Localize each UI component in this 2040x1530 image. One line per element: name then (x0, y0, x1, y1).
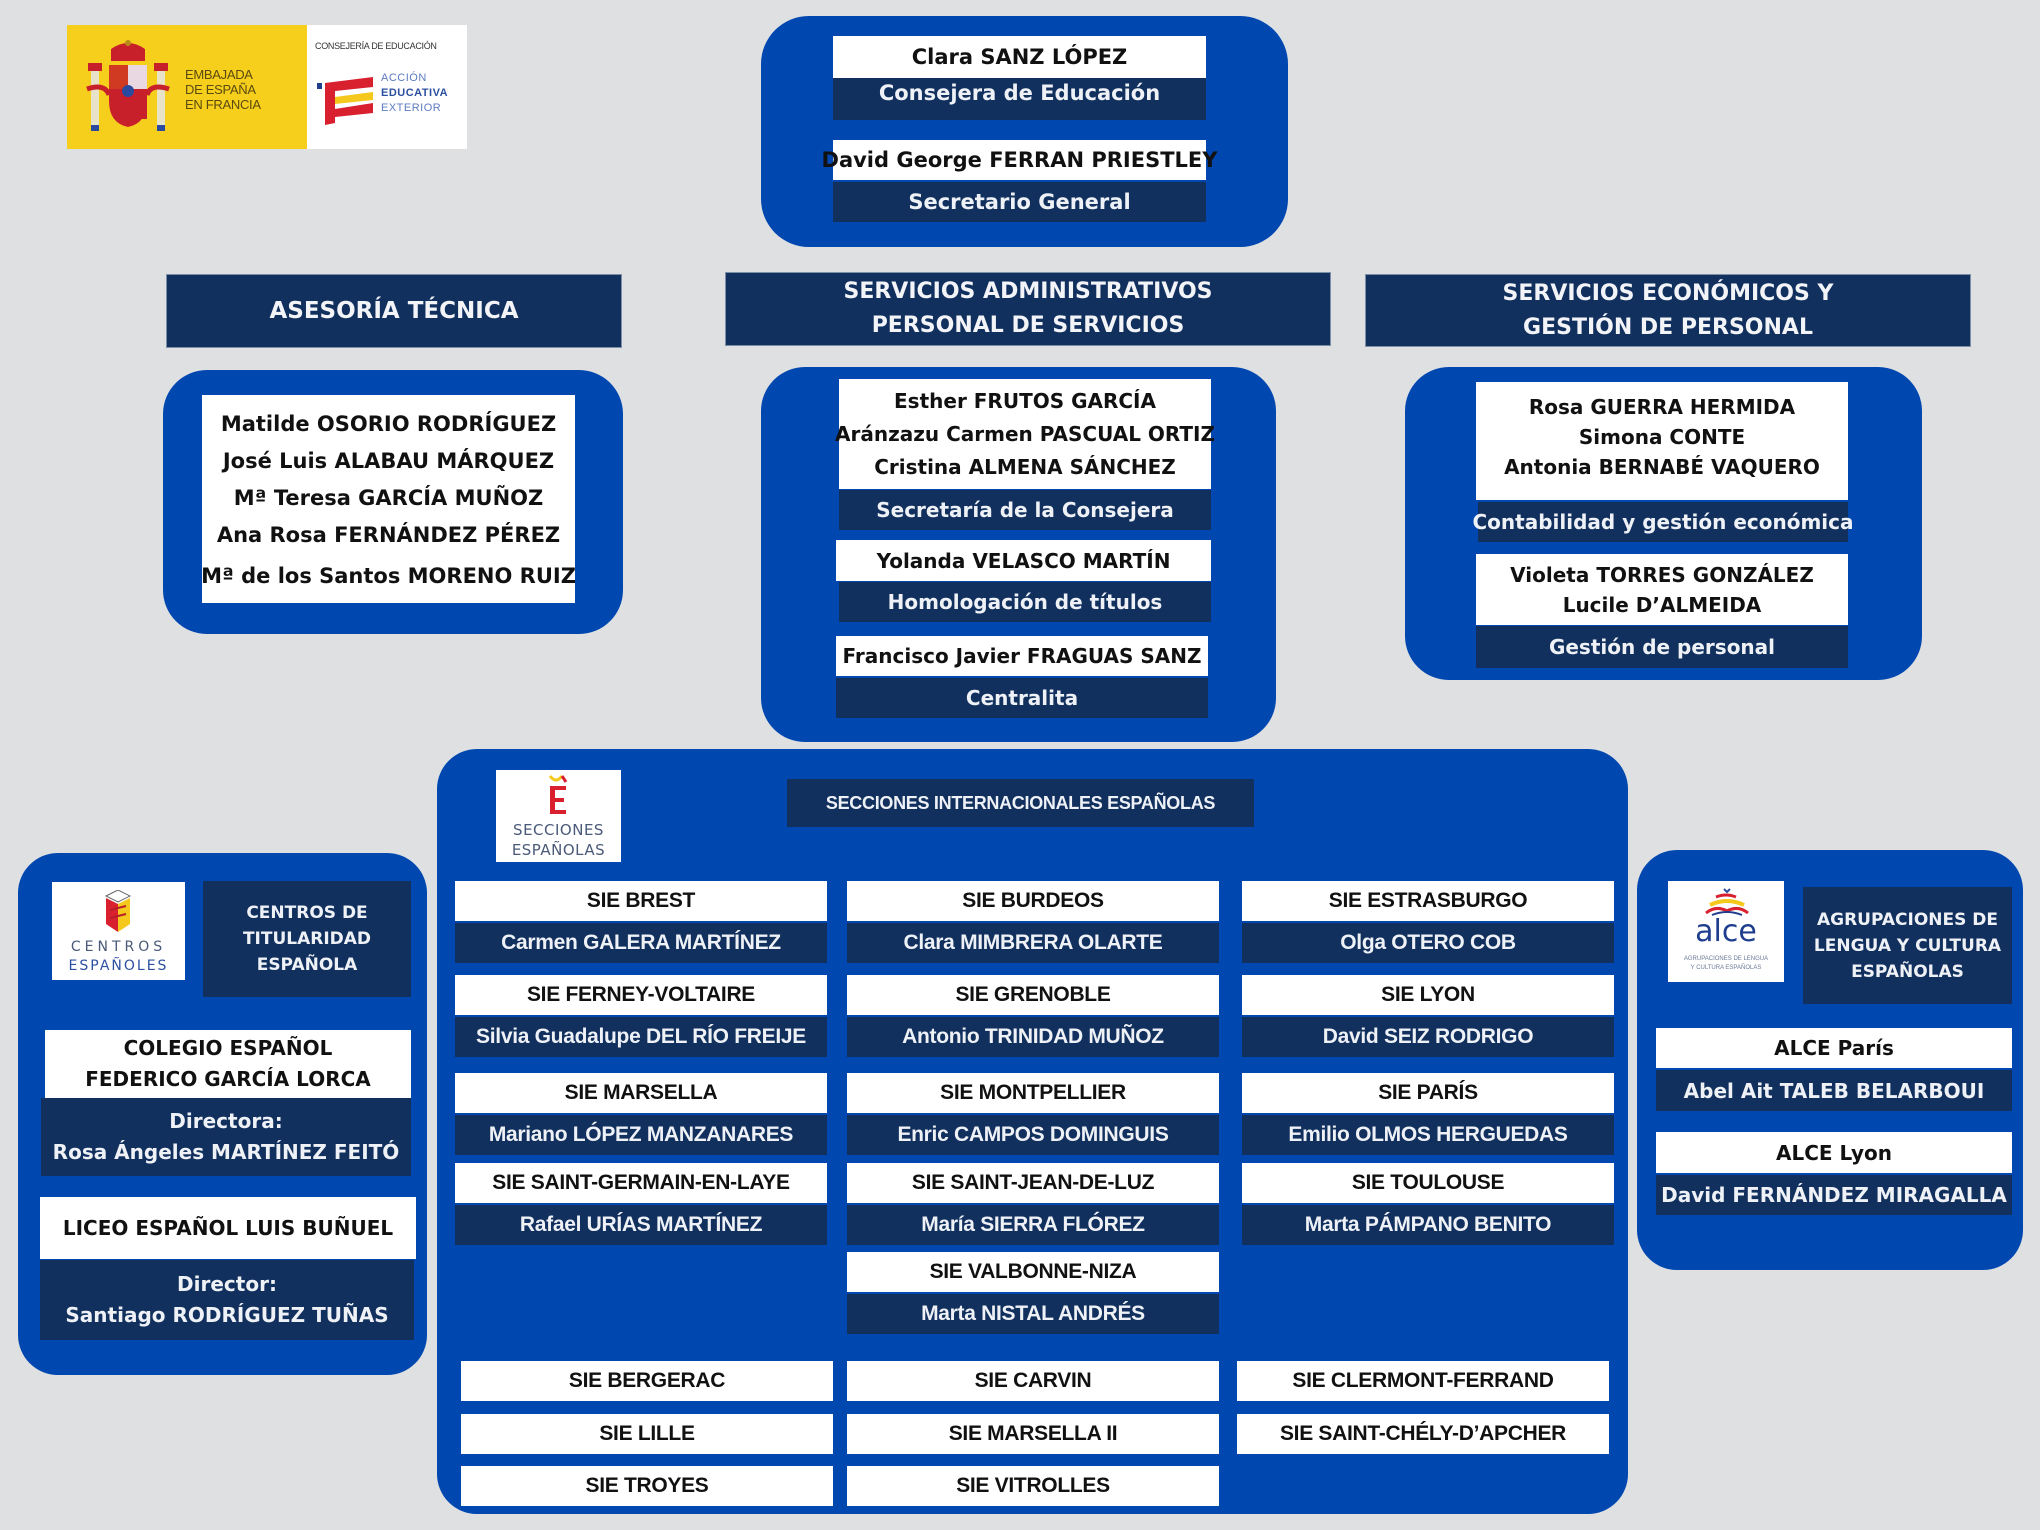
consejera-role: Consejera de Educación (833, 78, 1206, 120)
sie-section-name: SIE SAINT-JEAN-DE-LUZ (847, 1163, 1219, 1203)
sie-section-name: SIE GRENOBLE (847, 975, 1219, 1015)
alce-paris-name: ALCE París (1656, 1028, 2012, 1068)
consejera-name: Clara SANZ LÓPEZ (833, 36, 1206, 78)
economicos-header: SERVICIOS ECONÓMICOS Y GESTIÓN DE PERSON… (1366, 275, 1970, 346)
asesoria-member: José Luis ALABAU MÁRQUEZ (222, 449, 555, 473)
alce-logo: alce AGRUPACIONES DE LENGUA Y CULTURA ES… (1668, 881, 1784, 982)
embassy-logo-banner: EMBAJADA DE ESPAÑA EN FRANCIA CONSEJERÍA… (67, 25, 467, 149)
liceo-bunuel-name: LICEO ESPAÑOL LUIS BUÑUEL (40, 1197, 416, 1259)
secciones-e-icon (548, 775, 568, 814)
sie-other-section: SIE BERGERAC (461, 1361, 833, 1401)
sie-section-name: SIE BURDEOS (847, 881, 1219, 921)
secretaria-role: Secretaría de la Consejera (839, 490, 1211, 530)
sie-section-name: SIE ESTRASBURGO (1242, 881, 1614, 921)
sie-section-name: SIE TOULOUSE (1242, 1163, 1614, 1203)
sie-other-section: SIE MARSELLA II (847, 1414, 1219, 1454)
sie-section-name: SIE PARÍS (1242, 1073, 1614, 1113)
accion-educativa-logo: CONSEJERÍA DE EDUCACIÓN ACCIÓN EDUCATIVA… (307, 25, 467, 149)
sie-section-head: Olga OTERO COB (1242, 923, 1614, 963)
sie-section-name: SIE LYON (1242, 975, 1614, 1015)
homologacion-name: Yolanda VELASCO MARTÍN (836, 540, 1211, 581)
sie-header: SECCIONES INTERNACIONALES ESPAÑOLAS (787, 779, 1254, 827)
secciones-espanolas-logo: SECCIONES ESPAÑOLAS (496, 770, 621, 862)
secciones-logo-text: SECCIONES ESPAÑOLAS (511, 821, 606, 859)
sie-other-section: SIE TROYES (461, 1466, 833, 1506)
accion-educativa-text: ACCIÓN EDUCATIVA EXTERIOR (381, 72, 449, 114)
sie-other-section: SIE SAINT-CHÉLY-D’APCHER (1237, 1414, 1609, 1454)
alce-paris-head: Abel Ait TALEB BELARBOUI (1656, 1070, 2012, 1111)
sie-section-head: Antonio TRINIDAD MUÑOZ (847, 1017, 1219, 1057)
sie-section-head: Marta NISTAL ANDRÉS (847, 1294, 1219, 1334)
secretaria-names: Esther FRUTOS GARCÍA Aránzazu Carmen PAS… (835, 379, 1215, 489)
admin-header: SERVICIOS ADMINISTRATIVOS PERSONAL DE SE… (726, 273, 1330, 345)
embajada-logo: EMBAJADA DE ESPAÑA EN FRANCIA (67, 25, 307, 149)
secretario-name: David George FERRAN PRIESTLEY (822, 140, 1217, 180)
sie-other-section: SIE CARVIN (847, 1361, 1219, 1401)
sie-section-name: SIE VALBONNE-NIZA (847, 1252, 1219, 1292)
sie-section-head: Clara MIMBRERA OLARTE (847, 923, 1219, 963)
centralita-role: Centralita (836, 678, 1208, 718)
sie-section-name: SIE SAINT-GERMAIN-EN-LAYE (455, 1163, 827, 1203)
gestion-personal-role: Gestión de personal (1476, 626, 1848, 668)
coat-of-arms-icon (86, 40, 170, 131)
sie-other-section: SIE LILLE (461, 1414, 833, 1454)
sie-section-head: María SIERRA FLÓREZ (847, 1205, 1219, 1245)
sie-section-head: David SEIZ RODRIGO (1242, 1017, 1614, 1057)
gestion-personal-names: Violeta TORRES GONZÁLEZ Lucile D’ALMEIDA (1476, 554, 1848, 625)
secretario-role: Secretario General (833, 182, 1206, 222)
sie-section-name: SIE FERNEY-VOLTAIRE (455, 975, 827, 1015)
colegio-lorca-name: COLEGIO ESPAÑOL FEDERICO GARCÍA LORCA (45, 1030, 411, 1098)
contabilidad-names: Rosa GUERRA HERMIDA Simona CONTE Antonia… (1476, 382, 1848, 500)
alce-lyon-head: David FERNÁNDEZ MIRAGALLA (1656, 1175, 2012, 1215)
colegio-lorca-director: Directora: Rosa Ángeles MARTÍNEZ FEITÓ (41, 1098, 411, 1176)
asesoria-member: Ana Rosa FERNÁNDEZ PÉREZ (216, 523, 561, 547)
sie-section-head: Carmen GALERA MARTÍNEZ (455, 923, 827, 963)
sie-section-name: SIE MONTPELLIER (847, 1073, 1219, 1113)
liceo-bunuel-director: Director: Santiago RODRÍGUEZ TUÑAS (40, 1260, 414, 1340)
homologacion-role: Homologación de títulos (839, 582, 1211, 622)
sie-section-head: Emilio OLMOS HERGUEDAS (1242, 1115, 1614, 1155)
centralita-name: Francisco Javier FRAGUAS SANZ (836, 636, 1208, 676)
sie-section-head: Rafael URÍAS MARTÍNEZ (455, 1205, 827, 1245)
sie-section-head: Mariano LÓPEZ MANZANARES (455, 1115, 827, 1155)
alce-logo-word: alce (1695, 914, 1757, 949)
embajada-logo-text: EMBAJADA DE ESPAÑA EN FRANCIA (185, 67, 261, 112)
contabilidad-role: Contabilidad y gestión económica (1473, 502, 1854, 542)
consejeria-logo-title: CONSEJERÍA DE EDUCACIÓN (315, 41, 437, 51)
sie-section-head: Marta PÁMPANO BENITO (1242, 1205, 1614, 1245)
asesoria-member: Mª de los Santos MORENO RUIZ (201, 564, 576, 588)
alce-logo-subtitle: AGRUPACIONES DE LENGUA Y CULTURA ESPAÑOL… (1683, 956, 1769, 971)
accion-educativa-e-icon (317, 77, 373, 125)
centros-logo-text: CENTROS ESPAÑOLES (68, 939, 169, 974)
asesoria-member: Mª Teresa GARCÍA MUÑOZ (233, 486, 544, 510)
asesoria-header: ASESORÍA TÉCNICA (167, 275, 621, 347)
alce-lyon-name: ALCE Lyon (1656, 1132, 2012, 1173)
sie-section-head: Silvia Guadalupe DEL RÍO FREIJE (455, 1017, 827, 1057)
asesoria-members: Matilde OSORIO RODRÍGUEZ José Luis ALABA… (201, 395, 576, 603)
sie-other-section: SIE VITROLLES (847, 1466, 1219, 1506)
sie-section-name: SIE MARSELLA (455, 1073, 827, 1113)
alce-book-icon (1705, 888, 1749, 916)
sie-other-section: SIE CLERMONT-FERRAND (1237, 1361, 1609, 1401)
sie-section-name: SIE BREST (455, 881, 827, 921)
centros-header: CENTROS DE TITULARIDAD ESPAÑOLA (203, 881, 411, 997)
alce-header: AGRUPACIONES DE LENGUA Y CULTURA ESPAÑOL… (1803, 887, 2012, 1004)
centros-cube-icon (104, 890, 132, 932)
centros-espanoles-logo: CENTROS ESPAÑOLES (52, 882, 185, 980)
sie-section-head: Enric CAMPOS DOMINGUIS (847, 1115, 1219, 1155)
asesoria-member: Matilde OSORIO RODRÍGUEZ (220, 412, 557, 436)
